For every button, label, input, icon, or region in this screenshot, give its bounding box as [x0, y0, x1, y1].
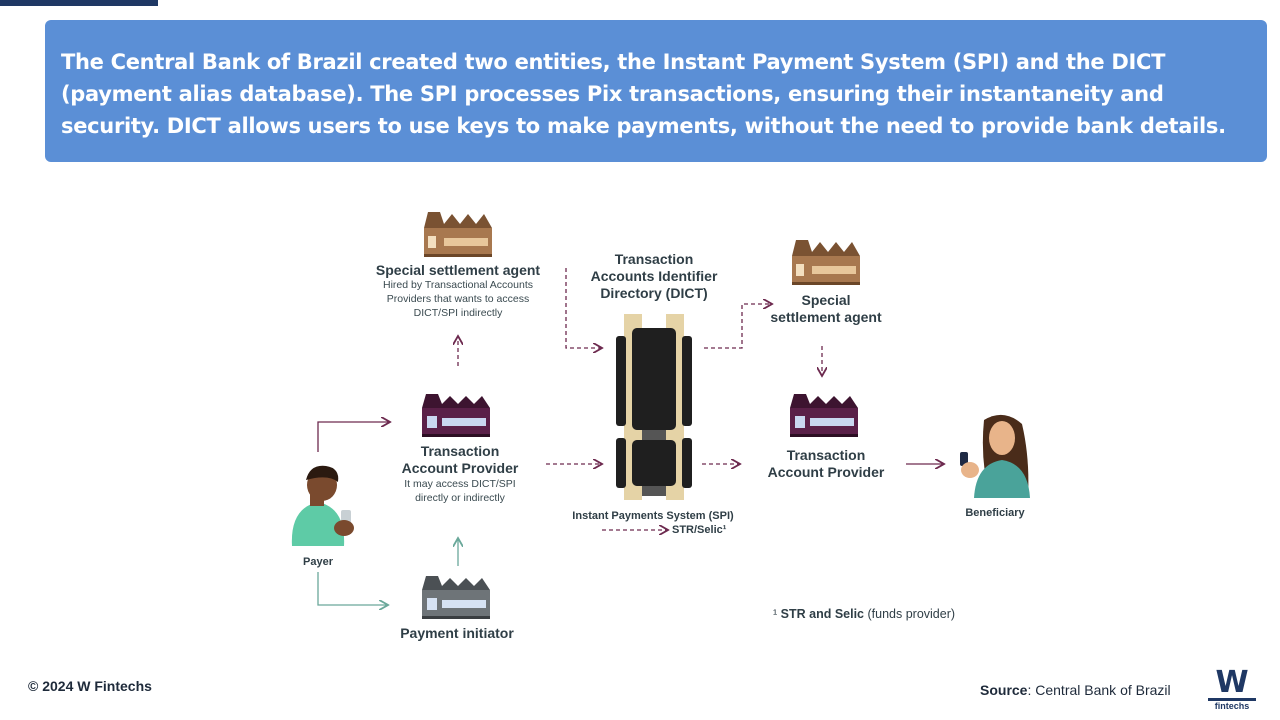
payment-initiator-label: Payment initiator — [400, 625, 514, 641]
arrow-icon — [704, 304, 772, 349]
footnote-bold: STR and Selic — [780, 607, 865, 621]
building-icon — [790, 394, 858, 437]
arrow-icon — [317, 572, 388, 605]
building-icon — [792, 240, 860, 285]
building-icon — [422, 394, 490, 437]
building-icon — [424, 212, 492, 257]
logo-letter: W — [1215, 665, 1249, 700]
source-text: Source: Central Bank of Brazil — [980, 682, 1171, 698]
title-line: Transaction — [420, 443, 500, 459]
source-value: : Central Bank of Brazil — [1027, 682, 1171, 698]
top-accent-bar — [0, 0, 158, 6]
description-line: It may access DICT/SPI — [404, 478, 516, 490]
info-banner — [47, 22, 1265, 160]
title-line: Account Provider — [401, 460, 519, 476]
building-icon — [422, 576, 490, 619]
beneficiary-label: Beneficiary — [965, 507, 1025, 519]
footnote-rest: (funds provider) — [864, 607, 956, 621]
logo-text: fintechs — [1214, 701, 1250, 711]
logo-bar — [1208, 698, 1256, 701]
arrow-icon — [317, 422, 390, 452]
payer-label: Payer — [303, 556, 333, 568]
footnote-marker: ¹ — [773, 607, 778, 621]
settlement-agent-left-title: Special settlement agent — [375, 262, 541, 278]
dict-title-line: Directory (DICT) — [600, 285, 708, 301]
str-selic-label: STR/Selic¹ — [672, 524, 727, 536]
provider-left-description: It may access DICT/SPI directly or indir… — [380, 477, 540, 505]
description-line: directly or indirectly — [415, 492, 505, 504]
dict-title-line: Transaction — [614, 251, 694, 267]
person-icon — [960, 414, 1030, 498]
source-label: Source — [980, 682, 1028, 698]
title-line: Special — [801, 292, 851, 308]
spi-label: Instant Payments System (SPI) — [572, 510, 734, 522]
title-line: Account Provider — [767, 464, 885, 480]
title-line: settlement agent — [770, 309, 882, 325]
dict-title: Transaction Accounts Identifier Director… — [572, 251, 736, 302]
banner-text: The Central Bank of Brazil created two e… — [61, 50, 1226, 138]
settlement-agent-right-title: Special settlement agent — [756, 292, 896, 326]
person-icon — [291, 465, 354, 546]
dict-title-line: Accounts Identifier — [590, 268, 718, 284]
description-line: Providers that wants to access — [386, 293, 530, 305]
arrow-icon — [565, 268, 602, 348]
footnote: ¹ STR and Selic (funds provider) — [773, 607, 955, 621]
copyright-text: © 2024 W Fintechs — [28, 678, 152, 694]
provider-right-title: Transaction Account Provider — [752, 447, 900, 481]
description-line: Hired by Transactional Accounts — [383, 279, 533, 291]
title-line: Transaction — [786, 447, 866, 463]
description-line: DICT/SPI indirectly — [413, 307, 503, 319]
server-icon — [616, 314, 692, 500]
provider-left-title: Transaction Account Provider — [388, 443, 532, 477]
w-fintechs-logo: W fintechs — [1206, 668, 1258, 714]
settlement-agent-left-description: Hired by Transactional Accounts Provider… — [360, 278, 556, 320]
